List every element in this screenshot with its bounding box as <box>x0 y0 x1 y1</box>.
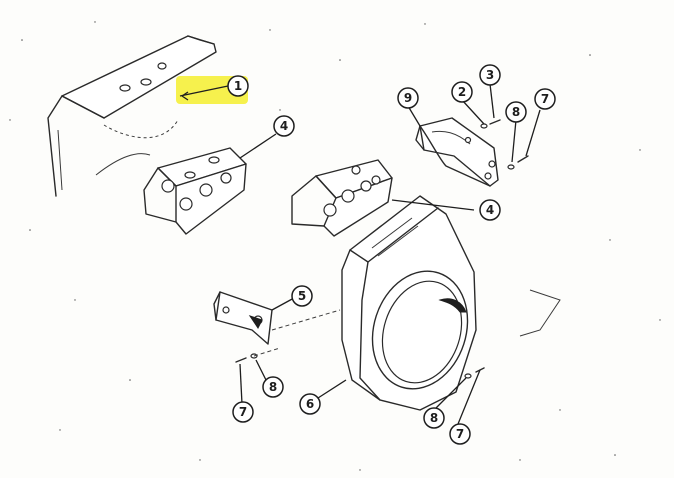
svg-text:5: 5 <box>298 289 306 303</box>
callout-8-right: 8 <box>423 407 445 429</box>
alignment-lines <box>253 289 561 357</box>
callout-7-left: 7 <box>232 401 254 423</box>
callout-8-left: 8 <box>262 376 284 398</box>
callout-9: 9 <box>397 87 419 109</box>
svg-text:9: 9 <box>404 91 412 105</box>
washer-2 <box>480 123 488 129</box>
screw-3 <box>489 119 501 125</box>
svg-text:8: 8 <box>269 380 277 394</box>
callout-6: 6 <box>299 393 321 415</box>
screw-7-left <box>235 357 247 363</box>
callout-7-right: 7 <box>449 423 471 445</box>
callout-7-top: 7 <box>534 88 556 110</box>
svg-text:8: 8 <box>512 105 520 119</box>
callout-3: 3 <box>479 64 501 86</box>
callout-5: 5 <box>291 285 313 307</box>
svg-text:4: 4 <box>486 203 494 217</box>
scan-specks <box>9 21 661 471</box>
part-4-bracket-left <box>143 147 247 235</box>
part-1-top-cover <box>47 35 217 197</box>
screw-7-top <box>517 155 529 163</box>
callout-1: 1 <box>227 75 249 97</box>
svg-text:6: 6 <box>306 397 314 411</box>
washer-8-right <box>464 373 472 379</box>
callout-8-top: 8 <box>505 101 527 123</box>
svg-text:1: 1 <box>234 79 242 93</box>
svg-text:8: 8 <box>430 411 438 425</box>
washer-8-top <box>507 164 515 170</box>
svg-text:7: 7 <box>239 405 247 419</box>
part-6-blower-housing <box>341 195 477 411</box>
svg-text:2: 2 <box>458 85 466 99</box>
callout-4-left: 4 <box>273 115 295 137</box>
svg-text:4: 4 <box>280 119 288 133</box>
callout-4-right: 4 <box>479 199 501 221</box>
part-9-air-guide <box>415 117 499 187</box>
svg-text:7: 7 <box>456 427 464 441</box>
svg-text:7: 7 <box>541 92 549 106</box>
part-5-small-bracket <box>213 291 273 345</box>
callout-2: 2 <box>451 81 473 103</box>
part-4-bracket-right <box>291 159 393 237</box>
svg-text:3: 3 <box>486 68 494 82</box>
leader-lines <box>179 83 541 425</box>
